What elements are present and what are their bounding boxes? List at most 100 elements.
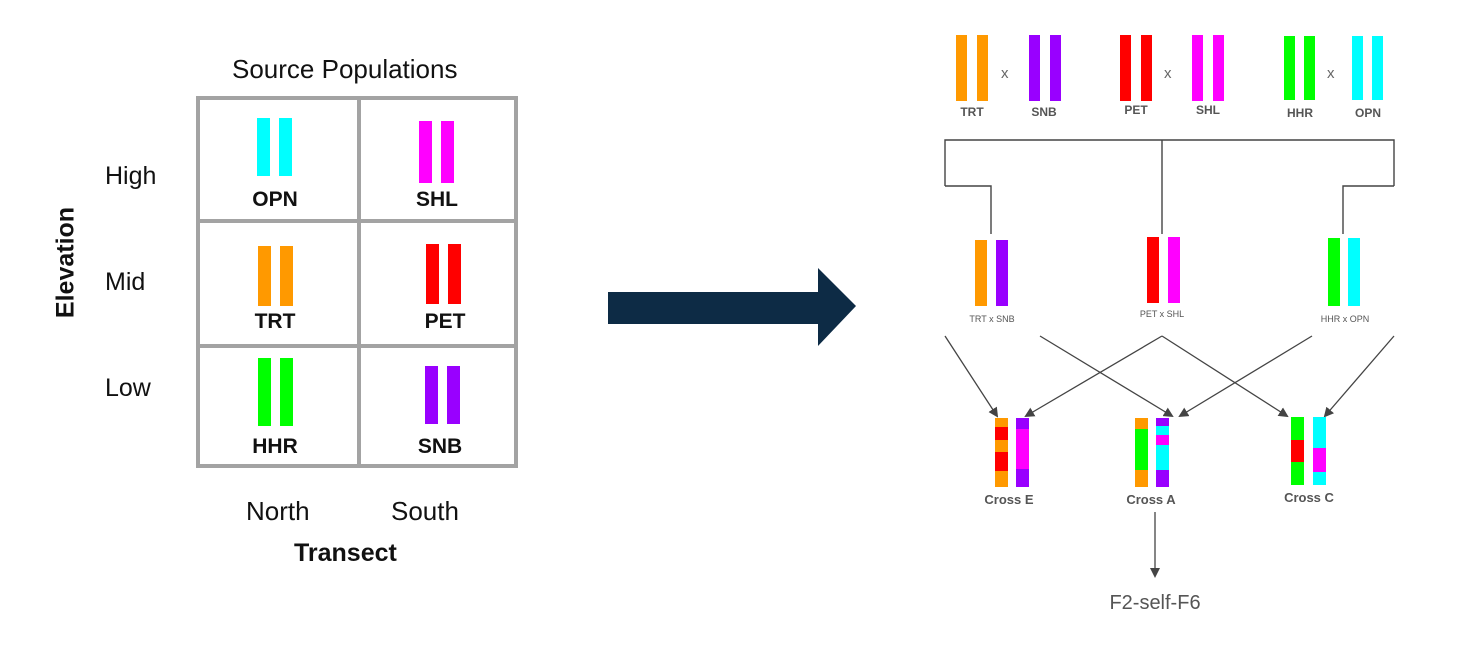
hhr-chromosome — [1328, 238, 1340, 306]
shl-chromosome — [1192, 35, 1203, 101]
cross-c-chromosomes: Cross C — [1284, 417, 1335, 505]
opn-chromosome — [1372, 36, 1383, 100]
pet-chromosome-bar — [426, 244, 439, 304]
parent-pair-trt-snb: x TRT SNB — [956, 35, 1061, 119]
chromosome-segment — [1291, 440, 1304, 462]
chromosome-segment — [995, 427, 1008, 440]
chromosome-segment — [1156, 435, 1169, 445]
arrow-line — [1323, 335, 1395, 418]
chromosome-segment — [995, 440, 1008, 452]
f1-hybrid-hhr-opn: HHR x OPN — [1321, 238, 1370, 324]
cross-a-label: Cross A — [1126, 492, 1176, 507]
chromosome-segment — [1156, 426, 1169, 435]
snb-chromosome-bar — [425, 366, 438, 424]
chromosome-segment — [1291, 462, 1304, 485]
snb-chromosome — [1050, 35, 1061, 101]
cell-label-shl: SHL — [416, 188, 458, 211]
cross-arrows — [944, 335, 1395, 418]
arrow-line — [1039, 335, 1174, 418]
chromosome-segment — [1156, 470, 1169, 487]
parent-label-snb: SNB — [1031, 105, 1057, 119]
shl-chromosome — [1168, 237, 1180, 303]
shl-chromosome — [1213, 35, 1224, 101]
pet-chromosome — [1141, 35, 1152, 101]
arrow-line — [1161, 335, 1289, 418]
pet-chromosome — [1120, 35, 1131, 101]
cell-label-snb: SNB — [417, 435, 463, 458]
grid-vertical-divider — [357, 100, 361, 464]
cell-label-trt: TRT — [254, 310, 296, 333]
parent-label-pet: PET — [1124, 103, 1148, 117]
trt-chromosome — [956, 35, 967, 101]
cross-e-chromosomes: Cross E — [984, 418, 1034, 507]
snb-chromosome — [996, 240, 1008, 306]
trt-chromosome — [977, 35, 988, 101]
chromosome-segment — [1313, 417, 1326, 448]
cell-label-pet: PET — [424, 310, 466, 333]
right-arrow-icon — [608, 268, 856, 346]
f1-label: PET x SHL — [1140, 309, 1184, 319]
chromosome-segment — [1016, 418, 1029, 429]
parent-label-shl: SHL — [1196, 103, 1220, 117]
chromosome-segment — [1016, 469, 1029, 487]
opn-chromosome — [1348, 238, 1360, 306]
chromosome-segment — [1156, 445, 1169, 470]
row-label-mid: Mid — [105, 268, 146, 296]
f1-hybrid-pet-shl: PET x SHL — [1140, 237, 1184, 319]
chromosome-segment — [1016, 429, 1029, 469]
parent-label-hhr: HHR — [1287, 106, 1313, 120]
f1-hybrid-trt-snb: TRT x SNB — [969, 240, 1015, 324]
parent-bracket-connector — [944, 139, 1395, 186]
arrow-line — [944, 335, 999, 418]
parent-label-trt: TRT — [960, 105, 984, 119]
cell-label-hhr: HHR — [252, 435, 298, 458]
chromosome-segment — [995, 452, 1008, 471]
transect-axis-label: Transect — [294, 539, 397, 567]
opn-chromosome-bar — [257, 118, 270, 176]
parent-pair-pet-shl: x PET SHL — [1120, 35, 1224, 117]
f1-label: HHR x OPN — [1321, 314, 1370, 324]
chromosome-segment — [1291, 417, 1304, 440]
chromosome-segment — [1313, 472, 1326, 485]
chromosome-segment — [1135, 429, 1148, 470]
column-label-north: North — [246, 496, 310, 526]
chromosome-segment — [1156, 418, 1169, 426]
f1-label: TRT x SNB — [969, 314, 1014, 324]
parent-pair-hhr-opn: x HHR OPN — [1284, 36, 1383, 120]
trt-chromosome-bar — [258, 246, 271, 306]
arrow-line — [1178, 335, 1313, 418]
chromosome-segment — [1135, 418, 1148, 429]
cross-c-label: Cross C — [1284, 490, 1334, 505]
hhr-chromosome — [1304, 36, 1315, 100]
crossing-scheme-diagram: x TRT SNB x PET SHL x HHR OPN TRT x SNB … — [944, 35, 1395, 614]
hhr-chromosome-bar — [280, 358, 293, 426]
pet-chromosome-bar — [448, 244, 461, 304]
generation-label: F2-self-F6 — [1109, 592, 1200, 614]
snb-chromosome-bar — [447, 366, 460, 424]
grid-horizontal-divider-1 — [200, 219, 514, 223]
cell-label-opn: OPN — [252, 188, 298, 211]
arrow-line — [1024, 335, 1163, 418]
hhr-chromosome-bar — [258, 358, 271, 426]
chromosome-segment — [1313, 448, 1326, 472]
trt-chromosome-bar — [280, 246, 293, 306]
shl-chromosome-bar — [441, 121, 454, 183]
source-populations-title: Source Populations — [232, 54, 458, 84]
bracket-drop-right — [1342, 185, 1394, 234]
column-label-south: South — [391, 496, 459, 526]
grid-horizontal-divider-2 — [200, 344, 514, 348]
shl-chromosome-bar — [419, 121, 432, 183]
opn-chromosome — [1352, 36, 1363, 100]
elevation-axis-label: Elevation — [51, 206, 80, 319]
hhr-chromosome — [1284, 36, 1295, 100]
trt-chromosome — [975, 240, 987, 306]
cross-symbol: x — [1001, 65, 1009, 82]
snb-chromosome — [1029, 35, 1040, 101]
opn-chromosome-bar — [279, 118, 292, 176]
chromosome-segment — [1135, 470, 1148, 487]
cross-symbol: x — [1164, 65, 1172, 82]
source-population-grid: OPN SHL TRT PET HHR SNB — [196, 96, 518, 468]
cross-symbol: x — [1327, 65, 1335, 82]
chromosome-segment — [995, 471, 1008, 487]
row-label-high: High — [105, 162, 157, 190]
